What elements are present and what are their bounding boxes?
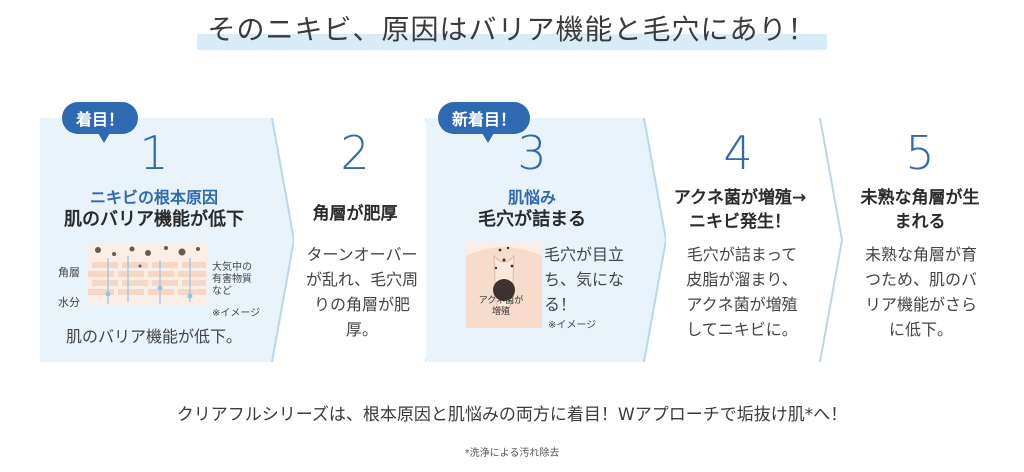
step-1-badge: 着目！ <box>62 102 139 143</box>
step-1-image-note: ※イメージ <box>212 308 261 319</box>
step-2-number: 2 <box>340 126 370 180</box>
step-3-heading: 毛穴が詰まる <box>478 209 586 230</box>
step-3-subtitle: 肌悩み <box>507 188 556 207</box>
step-1-number: 1 <box>139 126 169 180</box>
step-3-body: 毛穴が目立ち、気になる！ <box>544 245 625 314</box>
step-3-number: 3 <box>517 126 547 180</box>
step-3-badge: 新着目！ <box>438 102 531 143</box>
skin-barrier-illustration <box>88 244 208 306</box>
steps-row: 着目！ 1 ニキビの根本原因 肌のバリア機能が低下 角層 水分 大気中の有害物質… <box>40 102 1000 362</box>
step-2-body: ターンオーバーが乱れ、毛穴周りの角層が肥厚。 <box>305 245 419 339</box>
step-4-chevron <box>819 118 844 362</box>
step-5-number: 5 <box>905 126 935 180</box>
step-4-number: 4 <box>723 126 753 180</box>
step-4-body: 毛穴が詰まって皮脂が溜まり、アクネ菌が増殖してニキビに。 <box>686 245 798 339</box>
footnote: *洗浄による汚れ除去 <box>464 448 560 459</box>
step-3-image-note: ※イメージ <box>548 320 597 331</box>
page-title-wrap: そのニキビ、原因はバリア機能と毛穴にあり！ <box>0 8 1024 50</box>
step-3-chevron <box>632 118 666 362</box>
step-1-chevron <box>260 118 294 362</box>
pore-illustration <box>466 242 542 328</box>
horny-layer-label: 角層 <box>58 266 80 279</box>
step-1-subtitle: ニキビの根本原因 <box>89 188 218 207</box>
irritants-label: 大気中の有害物質など <box>212 262 252 297</box>
bacteria-label: アクネ菌が増殖 <box>478 296 524 317</box>
step-1-heading: 肌のバリア機能が低下 <box>64 209 244 230</box>
step-2-heading: 角層が肥厚 <box>312 204 398 224</box>
step-1-panel <box>40 118 260 362</box>
page-title: そのニキビ、原因はバリア機能と毛穴にあり！ <box>197 8 827 50</box>
step-1-caption: 肌のバリア機能が低下。 <box>65 327 242 346</box>
footer-text: クリアフルシリーズは、根本原因と肌悩みの両方に着目！Wアプローチで垢抜け肌*へ！ <box>176 405 848 425</box>
step-5-body: 未熟な角層が育つため、肌のバリア機能がさらに低下。 <box>864 245 977 339</box>
step-5-heading: 未熟な角層が生まれる <box>860 188 980 232</box>
step-4-heading: アクネ菌が増殖→ニキビ発生！ <box>673 188 807 232</box>
water-label: 水分 <box>58 296 80 309</box>
